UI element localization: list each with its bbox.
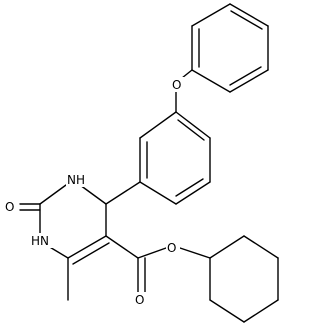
- molecule-diagram: O NH O HN O O: [4, 3, 279, 323]
- structure-svg: O NH O HN O O: [4, 3, 279, 323]
- atom-nh-top: NH: [67, 173, 85, 187]
- ester-group: [105, 235, 211, 293]
- atom-carbonyl-oxygen: O: [5, 200, 14, 214]
- phenyl-ring-top: [191, 3, 269, 93]
- atom-ester-carbonyl-oxygen: O: [135, 293, 144, 307]
- atom-labels: O NH O HN O O: [4, 77, 184, 307]
- cyclohexyl-ring: [209, 235, 279, 323]
- pyrimidinone-ring: [39, 181, 141, 265]
- atom-ester-oxygen: O: [167, 241, 176, 255]
- atom-ether-oxygen: O: [172, 78, 181, 92]
- ether-bridge: [175, 69, 193, 113]
- phenyl-ring-middle: [139, 111, 211, 205]
- atom-nh-bottom: HN: [31, 234, 49, 248]
- carbonyl-group: [19, 203, 41, 211]
